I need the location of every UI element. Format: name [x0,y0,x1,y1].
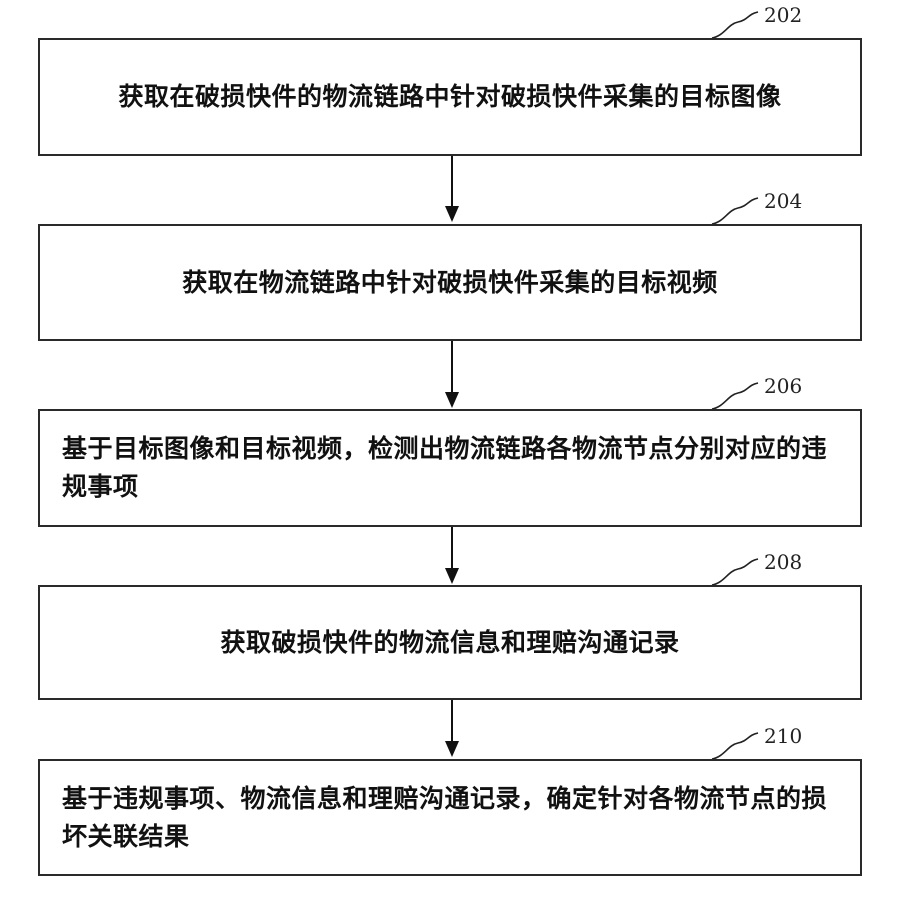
step-number-204: 204 [764,189,802,213]
leader-squiggle-210 [712,733,758,759]
leader-squiggle-206 [712,383,758,409]
leader-squiggle-208 [712,559,758,585]
step-number-210: 210 [764,724,802,748]
leader-squiggle-202 [712,12,758,38]
arrow-206-to-208 [445,527,459,584]
step-number-202: 202 [764,3,802,27]
leader-squiggle-204 [712,198,758,224]
arrow-208-to-210 [445,700,459,757]
step-text-208: 获取破损快件的物流信息和理赔沟通记录 [220,624,679,662]
step-text-206: 基于目标图像和目标视频，检测出物流链路各物流节点分别对应的违规事项 [62,430,832,506]
arrow-204-to-206 [445,341,459,408]
step-number-208: 208 [764,550,802,574]
step-box-208: 获取破损快件的物流信息和理赔沟通记录 [38,585,862,700]
step-box-206: 基于目标图像和目标视频，检测出物流链路各物流节点分别对应的违规事项 [38,409,862,527]
step-box-202: 获取在破损快件的物流链路中针对破损快件采集的目标图像 [38,38,862,156]
step-box-204: 获取在物流链路中针对破损快件采集的目标视频 [38,224,862,341]
step-box-210: 基于违规事项、物流信息和理赔沟通记录，确定针对各物流节点的损坏关联结果 [38,759,862,876]
step-text-202: 获取在破损快件的物流链路中针对破损快件采集的目标图像 [118,78,781,116]
step-number-206: 206 [764,374,802,398]
arrow-202-to-204 [445,156,459,222]
step-text-204: 获取在物流链路中针对破损快件采集的目标视频 [182,264,718,302]
step-text-210: 基于违规事项、物流信息和理赔沟通记录，确定针对各物流节点的损坏关联结果 [62,780,832,856]
